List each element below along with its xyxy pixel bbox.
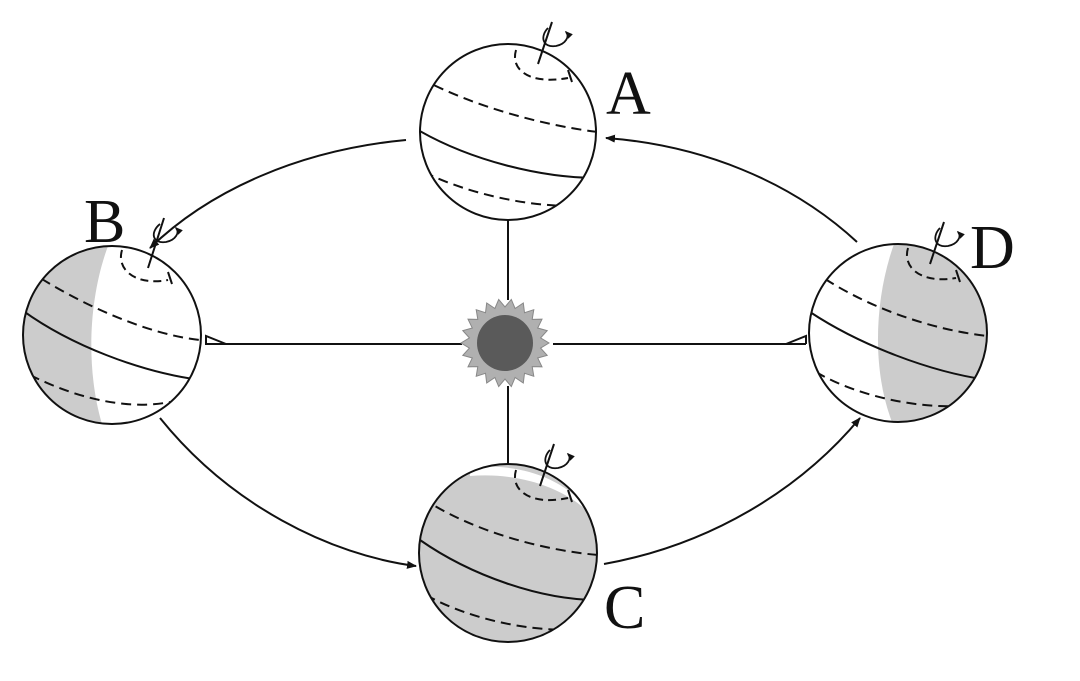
orbit-path (149, 134, 861, 569)
label-a: A (606, 60, 651, 128)
planet-c-day-side (470, 466, 597, 522)
planet-d: D (808, 214, 1015, 423)
planet-c: C (418, 443, 645, 643)
sun-icon (460, 298, 550, 388)
orbit-arc-b-to-c (159, 417, 417, 569)
orbit-arc-d-to-a (605, 134, 858, 243)
orbit-arc-c-to-d (603, 417, 861, 565)
planet-a: A (419, 21, 651, 221)
right-angle-marker-icon (785, 334, 807, 345)
rotation-arrow-icon (542, 27, 573, 48)
planet-b-axis (147, 217, 165, 269)
planet-d-night-side (878, 244, 987, 422)
sun-connector-lines (205, 178, 807, 470)
rotation-arrow-icon (934, 227, 965, 248)
rotation-arrow-icon (152, 223, 183, 244)
label-d: D (970, 214, 1015, 282)
label-b: B (84, 188, 125, 256)
sun-core (477, 315, 533, 371)
rotation-arrow-icon (544, 449, 575, 470)
right-angle-marker-icon (205, 334, 227, 345)
orbit-arc-a-to-b (149, 139, 407, 249)
planet-b: B (22, 188, 202, 425)
label-c: C (604, 574, 645, 642)
